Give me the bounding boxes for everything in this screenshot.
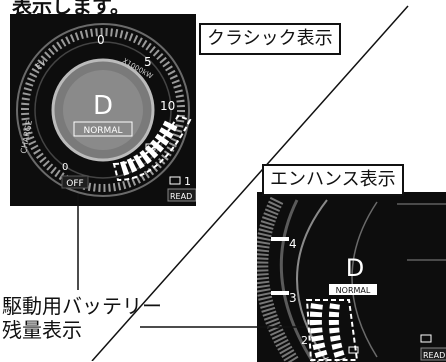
enhanced-ready-label: READ bbox=[423, 351, 445, 360]
enhanced-gear-indicator: D bbox=[346, 254, 364, 282]
enhanced-status-battery-icon bbox=[420, 334, 432, 343]
enhanced-mode-label: NORMAL bbox=[336, 286, 371, 295]
off-box bbox=[61, 175, 89, 189]
mode-label: NORMAL bbox=[83, 126, 122, 136]
enhanced-battery-gauge bbox=[305, 299, 359, 362]
ready-label: READ bbox=[170, 192, 192, 201]
bottom-number: 1 bbox=[184, 175, 191, 188]
enhanced-display-panel: 4 3 2 D NORMAL READ bbox=[257, 192, 446, 362]
classic-display-panel: EV X1000kW CHARGE 0 5 10 0 D NORMAL OFF … bbox=[10, 14, 196, 206]
classic-display-label: クラシック表示 bbox=[199, 23, 341, 55]
enhanced-display-label: エンハンス表示 bbox=[262, 164, 404, 196]
scale-marker-3 bbox=[271, 291, 289, 295]
callout-battery-line1: 駆動用バッテリー bbox=[2, 294, 162, 318]
gear-indicator: D bbox=[93, 91, 113, 121]
classic-gauge: EV X1000kW CHARGE 0 5 10 0 D NORMAL OFF … bbox=[16, 23, 196, 202]
scale-3: 3 bbox=[289, 291, 297, 305]
tick-5: 5 bbox=[144, 55, 152, 69]
scale-2: 2 bbox=[301, 334, 308, 347]
scale-4: 4 bbox=[289, 237, 297, 251]
enhanced-ready-box bbox=[420, 347, 446, 361]
off-label: OFF bbox=[66, 179, 83, 189]
bottom-battery-icon bbox=[169, 176, 181, 185]
tick-0-lower: 0 bbox=[62, 162, 68, 173]
tick-0: 0 bbox=[97, 33, 105, 47]
enhanced-gauge: 4 3 2 D NORMAL READ bbox=[257, 196, 446, 362]
tick-10: 10 bbox=[160, 99, 175, 113]
callout-battery-line2: 残量表示 bbox=[2, 318, 82, 342]
enhanced-battery-segments-2 bbox=[328, 303, 346, 362]
scale-marker-4 bbox=[271, 237, 289, 241]
